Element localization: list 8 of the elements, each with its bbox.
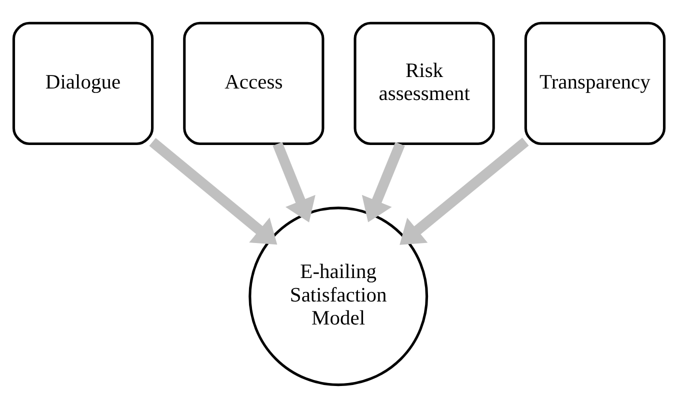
node-box: Dialogue [12, 22, 154, 146]
arrow [272, 142, 316, 222]
arrow [400, 138, 529, 245]
node-box: Risk assessment [354, 22, 495, 146]
node-box: Access [183, 22, 324, 146]
arrow [362, 142, 405, 222]
arrow [149, 138, 278, 245]
node-box: Transparency [524, 22, 666, 146]
